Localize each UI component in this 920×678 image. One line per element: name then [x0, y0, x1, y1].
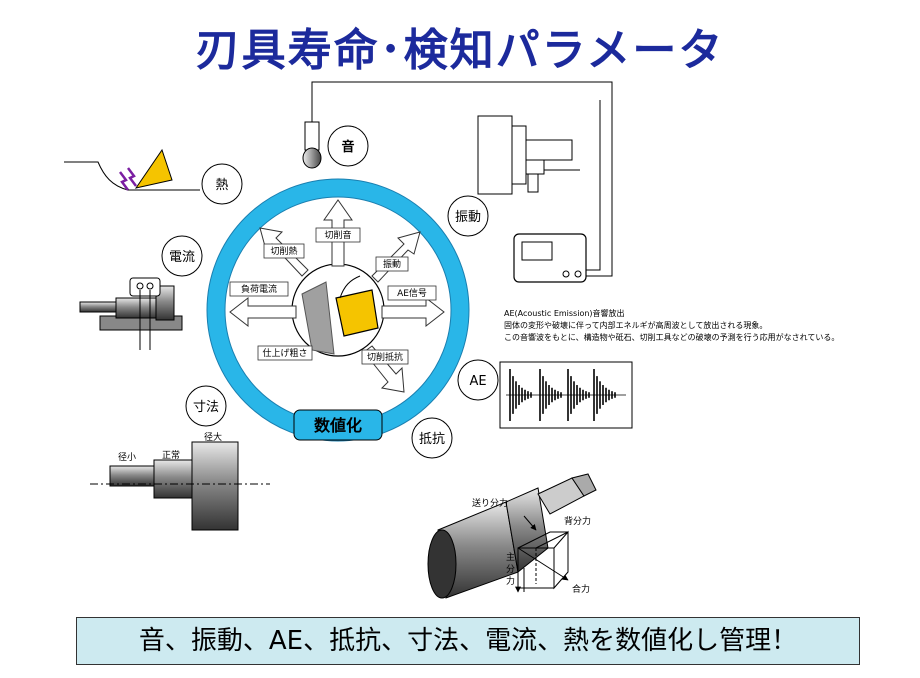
label-main-force-1: 主: [506, 551, 515, 563]
heat-tool-icon: [64, 148, 200, 191]
ae-waveform: [499, 361, 633, 429]
label-resultant-force: 合力: [572, 583, 590, 595]
label-main-force-2: 分: [506, 564, 515, 575]
motor-icon: [79, 277, 183, 350]
tool-center: [291, 263, 385, 357]
tool-holder-shape: [301, 281, 335, 355]
label-diam-normal: 正常: [162, 449, 180, 461]
vibration-sensor-icon: [477, 115, 573, 195]
microphone-icon: [302, 121, 322, 169]
cutting-force-tool: 送り分力 背分力 主 分 力 合力: [427, 473, 597, 599]
ae-note: AE(Acoustic Emission)音響放出 固体の変形や破壊に伴って内部…: [504, 308, 839, 342]
ae-note-line3: この音響波をもとに、構造物や砥石、切削工具などの破壊の予測を行う応用がなされてい…: [504, 332, 839, 342]
digitize-badge: 数値化: [293, 409, 383, 441]
bubble-ae: AE: [469, 374, 486, 389]
dimension-shaft: 径小 正常 径大: [90, 431, 270, 531]
oscilloscope-icon: [513, 233, 587, 283]
label-diam-large: 径大: [204, 431, 222, 443]
label-back-force: 背分力: [564, 515, 591, 527]
outer-bubbles: 音 熱 振動 電流 寸法 AE 抵抗: [161, 125, 499, 459]
svg-text:数値化: 数値化: [314, 416, 362, 435]
bubble-sound: 音: [341, 139, 354, 155]
label-load-current: 負荷電流: [241, 283, 277, 295]
label-cutting-heat: 切削熱: [270, 245, 297, 257]
label-feed-force: 送り分力: [472, 497, 508, 509]
bubble-current: 電流: [169, 250, 195, 265]
label-main-force-3: 力: [506, 575, 515, 587]
label-finish-roughness: 仕上げ粗さ: [262, 347, 307, 359]
arrow-right: [381, 296, 445, 328]
label-vibration: 振動: [383, 258, 401, 270]
insert-shape: [335, 289, 379, 337]
label-ae-signal: AE信号: [397, 287, 427, 299]
bubble-resistance: 抵抗: [419, 432, 445, 447]
bubble-heat: 熱: [215, 178, 228, 193]
inner-labels: 切削熱 切削音 振動 負荷電流 AE信号 仕上げ粗さ 切削抵抗: [229, 227, 437, 365]
label-diam-small: 径小: [118, 451, 136, 463]
arrow-left: [229, 296, 297, 328]
summary-banner: 音、振動、AE、抵抗、寸法、電流、熱を数値化し管理！: [76, 617, 860, 665]
page-title: 刃具寿命･検知パラメータ: [195, 25, 725, 76]
bubble-vibration: 振動: [455, 210, 481, 225]
label-cutting-sound: 切削音: [324, 229, 351, 241]
label-cutting-resistance: 切削抵抗: [367, 351, 403, 363]
ae-note-line2: 固体の変形や破壊に伴って内部エネルギが高周波として放出される現象。: [504, 320, 767, 330]
bubble-dimension: 寸法: [193, 400, 219, 415]
ae-note-line1: AE(Acoustic Emission)音響放出: [504, 308, 625, 318]
